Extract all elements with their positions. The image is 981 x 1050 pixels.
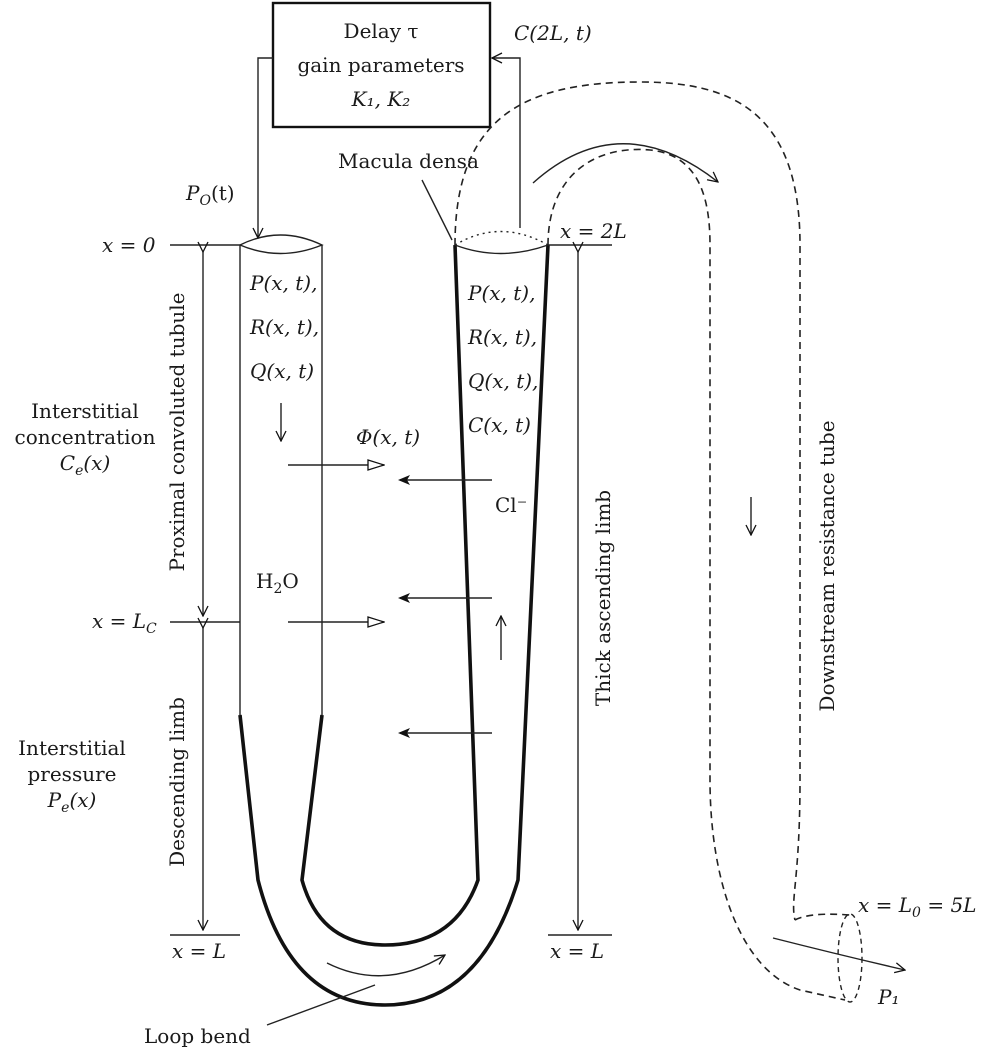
- outlet-pressure-label: P₁: [877, 985, 899, 1009]
- flow-arrow-top: [532, 143, 718, 184]
- feedback-lines: C(2L, t) PO(t): [185, 21, 592, 238]
- inner-loop-wall: [300, 244, 480, 947]
- descending-tube: [238, 234, 550, 1007]
- descending-label: Descending limb: [165, 697, 189, 867]
- outer-loop-wall: [238, 244, 550, 1007]
- proximal-label: Proximal convoluted tubule: [165, 293, 189, 572]
- ascending-lower-rim: [454, 244, 549, 255]
- right-var-p: P(x, t),: [467, 281, 535, 305]
- downstream-end-wall: [794, 913, 851, 921]
- ascending-top: Macula densa: [338, 149, 549, 255]
- interstitial-labels: Interstitial concentration Ce(x) Interst…: [15, 399, 156, 816]
- interstitial-conc-line2: concentration: [15, 425, 156, 449]
- right-var-c: C(x, t): [468, 413, 531, 437]
- xL-left-label: x = L: [172, 939, 226, 963]
- interstitial-conc-symbol: Ce(x): [60, 451, 111, 479]
- inlet-pressure-label: PO(t): [185, 181, 235, 209]
- interstitial-pressure-symbol: Pe(x): [47, 788, 97, 816]
- left-tube-vars: P(x, t), R(x, t), Q(x, t): [249, 271, 319, 441]
- macula-densa-label: Macula densa: [338, 149, 479, 173]
- left-var-p: P(x, t),: [249, 271, 317, 295]
- right-var-r: R(x, t),: [467, 325, 537, 349]
- interstitial-conc-line1: Interstitial: [31, 399, 139, 423]
- interstitial-pressure-line1: Interstitial: [18, 736, 126, 760]
- feedback-label: C(2L, t): [514, 21, 592, 45]
- thick-ascending-label: Thick ascending limb: [591, 490, 615, 706]
- control-box: Delay τ gain parameters K₁, K₂: [271, 1, 492, 129]
- outlet-arrow: [772, 937, 905, 970]
- box-line-k: K₁, K₂: [351, 87, 411, 111]
- right-positions: x = 2L x = L Thick ascending limb Downst…: [548, 219, 976, 963]
- loop-bend-pointer: [266, 984, 376, 1026]
- ascending-dotted-rim: [454, 230, 549, 246]
- downstream-tube: P₁: [454, 81, 905, 1009]
- left-positions: x = 0 x = LC x = L Proximal convoluted t…: [92, 233, 240, 963]
- right-tube-vars: P(x, t), R(x, t), Q(x, t), C(x, t): [467, 281, 538, 660]
- downstream-label: Downstream resistance tube: [815, 420, 839, 711]
- box-line-delay: Delay τ: [344, 19, 419, 43]
- h2o-label: H2O: [256, 569, 299, 597]
- flux-arrows: Φ(x, t) H2O Cl⁻: [256, 425, 527, 738]
- loop-bend: Loop bend: [144, 955, 445, 1048]
- left-var-q: Q(x, t): [250, 359, 314, 383]
- x2L-label: x = 2L: [560, 219, 627, 243]
- control-box-frame: [271, 1, 492, 129]
- outlet-opening: [837, 913, 863, 1003]
- xL0-label: x = L0 = 5L: [858, 893, 976, 921]
- tube-inlet-opening: [238, 234, 324, 255]
- xLC-label: x = LC: [92, 609, 157, 637]
- downstream-inner-wall: [547, 148, 846, 1001]
- macula-densa-pointer: [421, 179, 453, 241]
- loop-bend-label: Loop bend: [144, 1024, 251, 1048]
- loop-flow-arrow: [326, 955, 445, 977]
- x0-label: x = 0: [102, 233, 156, 257]
- inlet-arrow: [258, 57, 273, 238]
- interstitial-pressure-line2: pressure: [27, 762, 116, 786]
- feedback-arrow: [492, 58, 521, 228]
- chloride-label: Cl⁻: [495, 493, 527, 517]
- right-var-q: Q(x, t),: [468, 369, 538, 393]
- downstream-outer-wall: [454, 81, 801, 921]
- phi-label: Φ(x, t): [356, 425, 420, 449]
- xL-right-label: x = L: [550, 939, 604, 963]
- box-line-gain: gain parameters: [297, 53, 464, 77]
- left-var-r: R(x, t),: [249, 315, 319, 339]
